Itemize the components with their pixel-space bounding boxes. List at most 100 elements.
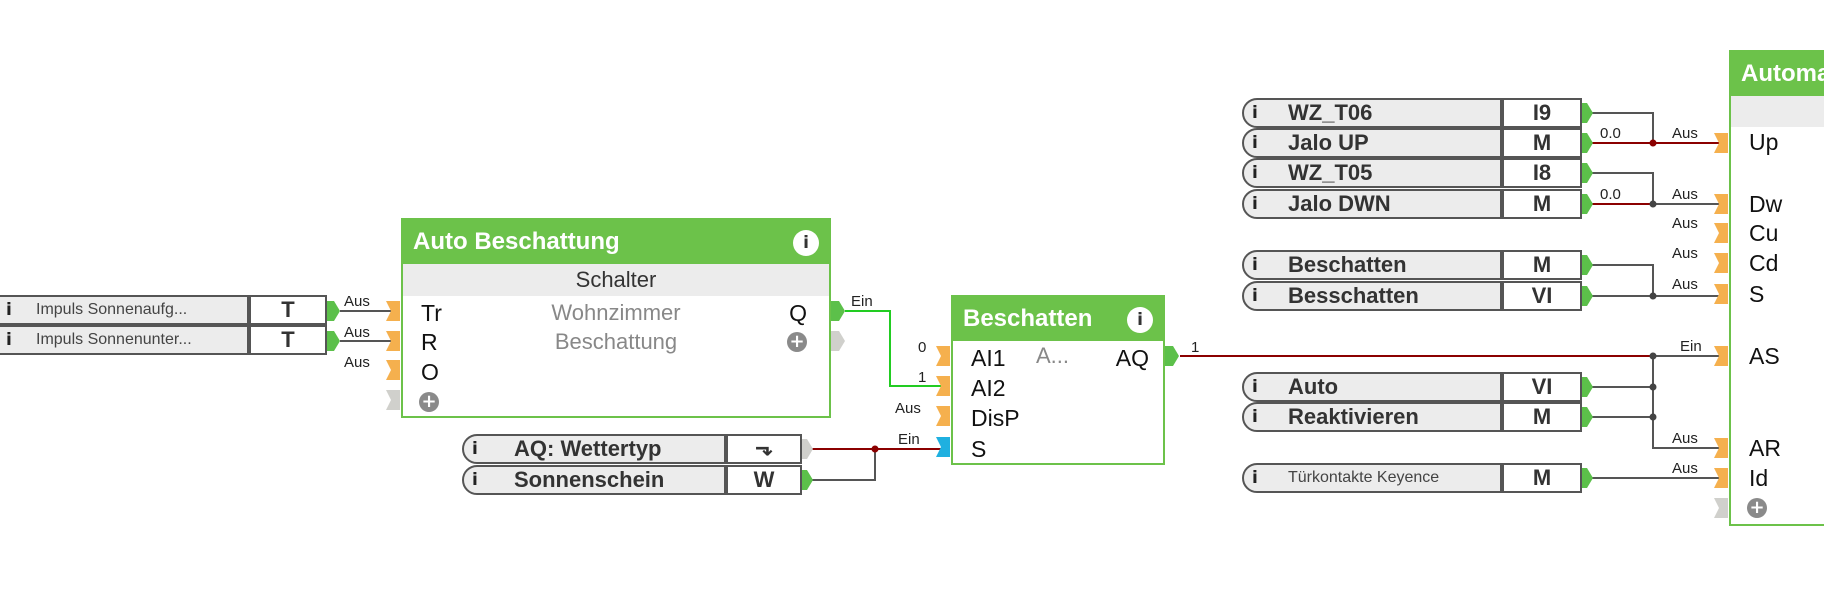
input-ai1: AI1 [971, 345, 1006, 371]
wire-value-aq: 1 [1191, 339, 1200, 356]
input-wz-t06[interactable]: i WZ_T06 I9 [1242, 98, 1582, 128]
junction [1649, 139, 1657, 147]
input-type: T [249, 295, 327, 325]
wire-state-cd: Aus [1672, 245, 1698, 262]
junction [1649, 200, 1657, 208]
block-beschatten[interactable]: Beschatten i AI1 AI2 DisP S A... AQ [951, 295, 1165, 465]
input-type: I9 [1502, 98, 1582, 128]
input-pin [1714, 468, 1728, 488]
add-input-icon[interactable]: + [419, 392, 439, 412]
input-ar: AR [1749, 435, 1781, 461]
info-icon[interactable]: i [1252, 255, 1258, 275]
input-label: Jalo DWN [1288, 191, 1391, 216]
input-type: M [1502, 250, 1582, 280]
block-auto-beschattung[interactable]: Auto Beschattung i Schalter Tr R O + Woh… [401, 218, 831, 418]
input-type: M [1502, 463, 1582, 493]
info-icon[interactable]: i [1252, 407, 1258, 427]
input-jalo-up[interactable]: i Jalo UP M [1242, 128, 1582, 158]
input-ai2: AI2 [971, 375, 1006, 401]
input-label: Jalo UP [1288, 130, 1369, 155]
block-title: Automa [1731, 52, 1824, 96]
input-pin [936, 406, 950, 426]
input-s: S [971, 436, 987, 462]
info-icon[interactable]: i [1252, 377, 1258, 397]
input-up: Up [1749, 129, 1779, 155]
input-besschatten[interactable]: i Besschatten VI [1242, 281, 1582, 311]
input-pin [1714, 284, 1728, 304]
input-pin [936, 376, 950, 396]
wire-state-s2: Aus [1672, 276, 1698, 293]
input-wettertyp[interactable]: i AQ: Wettertyp ⬎ [462, 434, 802, 464]
output-pin [326, 301, 340, 321]
input-auto[interactable]: i Auto VI [1242, 372, 1582, 402]
info-icon[interactable]: i [1252, 194, 1258, 214]
block-automatik[interactable]: Automa Up Dw Cu Cd S AS AR Id + [1729, 50, 1824, 526]
wire-state-r: Aus [344, 324, 370, 341]
info-icon[interactable]: i [6, 300, 12, 320]
wire-value-ai2: 1 [918, 369, 927, 386]
input-jalo-dwn[interactable]: i Jalo DWN M [1242, 189, 1582, 219]
input-pin [386, 331, 400, 351]
input-tr: Tr [421, 300, 442, 326]
wire-state-disp: Aus [895, 400, 921, 417]
input-type: I8 [1502, 158, 1582, 188]
input-label: Impuls Sonnenunter... [36, 331, 192, 348]
input-type: VI [1502, 372, 1582, 402]
output-q: Q [789, 300, 807, 326]
input-label: AQ: Wettertyp [514, 436, 662, 461]
input-pin [386, 360, 400, 380]
input-pin-empty [386, 390, 400, 410]
input-label: WZ_T06 [1288, 100, 1373, 125]
input-cu: Cu [1749, 220, 1779, 246]
input-pin [1714, 133, 1728, 153]
input-beschatten[interactable]: i Beschatten M [1242, 250, 1582, 280]
input-pin [1714, 253, 1728, 273]
input-type: W [726, 465, 802, 495]
output-pin-aq [1165, 346, 1179, 366]
input-type: M [1502, 128, 1582, 158]
input-sonnenschein[interactable]: i Sonnenschein W [462, 465, 802, 495]
wire-sonnenschein-s [812, 449, 876, 481]
info-icon[interactable]: i [1252, 468, 1258, 488]
wire-q-ai2 [845, 310, 944, 387]
input-pin [1714, 223, 1728, 243]
wire-value-jalodwn: 0.0 [1600, 186, 1621, 203]
input-impuls-sonnenaufgang[interactable]: i Impuls Sonnenaufg... T [0, 295, 327, 325]
info-icon[interactable]: i [1252, 133, 1258, 153]
wire-state-dw: Aus [1672, 186, 1698, 203]
output-pin [326, 331, 340, 351]
wire-state-id: Aus [1672, 460, 1698, 477]
wire-state-o: Aus [344, 354, 370, 371]
block-description: Wohnzimmer [551, 300, 681, 325]
info-icon[interactable]: i [6, 330, 12, 350]
input-reaktivieren[interactable]: i Reaktivieren M [1242, 402, 1582, 432]
input-tuerkontakte[interactable]: i Türkontakte Keyence M [1242, 463, 1582, 493]
info-icon[interactable]: i [1252, 103, 1258, 123]
input-o: O [421, 359, 439, 385]
info-icon[interactable]: i [1252, 286, 1258, 306]
info-icon[interactable]: i [793, 230, 819, 256]
output-pin-empty [831, 331, 845, 351]
input-wz-t05[interactable]: i WZ_T05 I8 [1242, 158, 1582, 188]
info-icon[interactable]: i [472, 439, 478, 459]
add-output-icon[interactable]: + [787, 332, 807, 352]
wire-state-as: Ein [1680, 338, 1702, 355]
input-label: Beschatten [1288, 252, 1407, 277]
add-input-icon[interactable]: + [1747, 498, 1767, 518]
info-icon[interactable]: i [472, 470, 478, 490]
input-type: VI [1502, 281, 1582, 311]
input-label: WZ_T05 [1288, 160, 1373, 185]
junction [1649, 352, 1657, 360]
input-pin [1714, 194, 1728, 214]
input-label: Sonnenschein [514, 467, 665, 492]
input-label: Reaktivieren [1288, 404, 1419, 429]
info-icon[interactable]: i [1252, 163, 1258, 183]
info-icon[interactable]: i [1127, 307, 1153, 333]
input-type: M [1502, 189, 1582, 219]
block-description: Beschattung [554, 329, 678, 354]
wire-state-cu: Aus [1672, 215, 1698, 232]
input-impuls-sonnenuntergang[interactable]: i Impuls Sonnenunter... T [0, 325, 327, 355]
input-label: Besschatten [1288, 283, 1419, 308]
input-type: M [1502, 402, 1582, 432]
block-subtitle [1731, 96, 1824, 127]
